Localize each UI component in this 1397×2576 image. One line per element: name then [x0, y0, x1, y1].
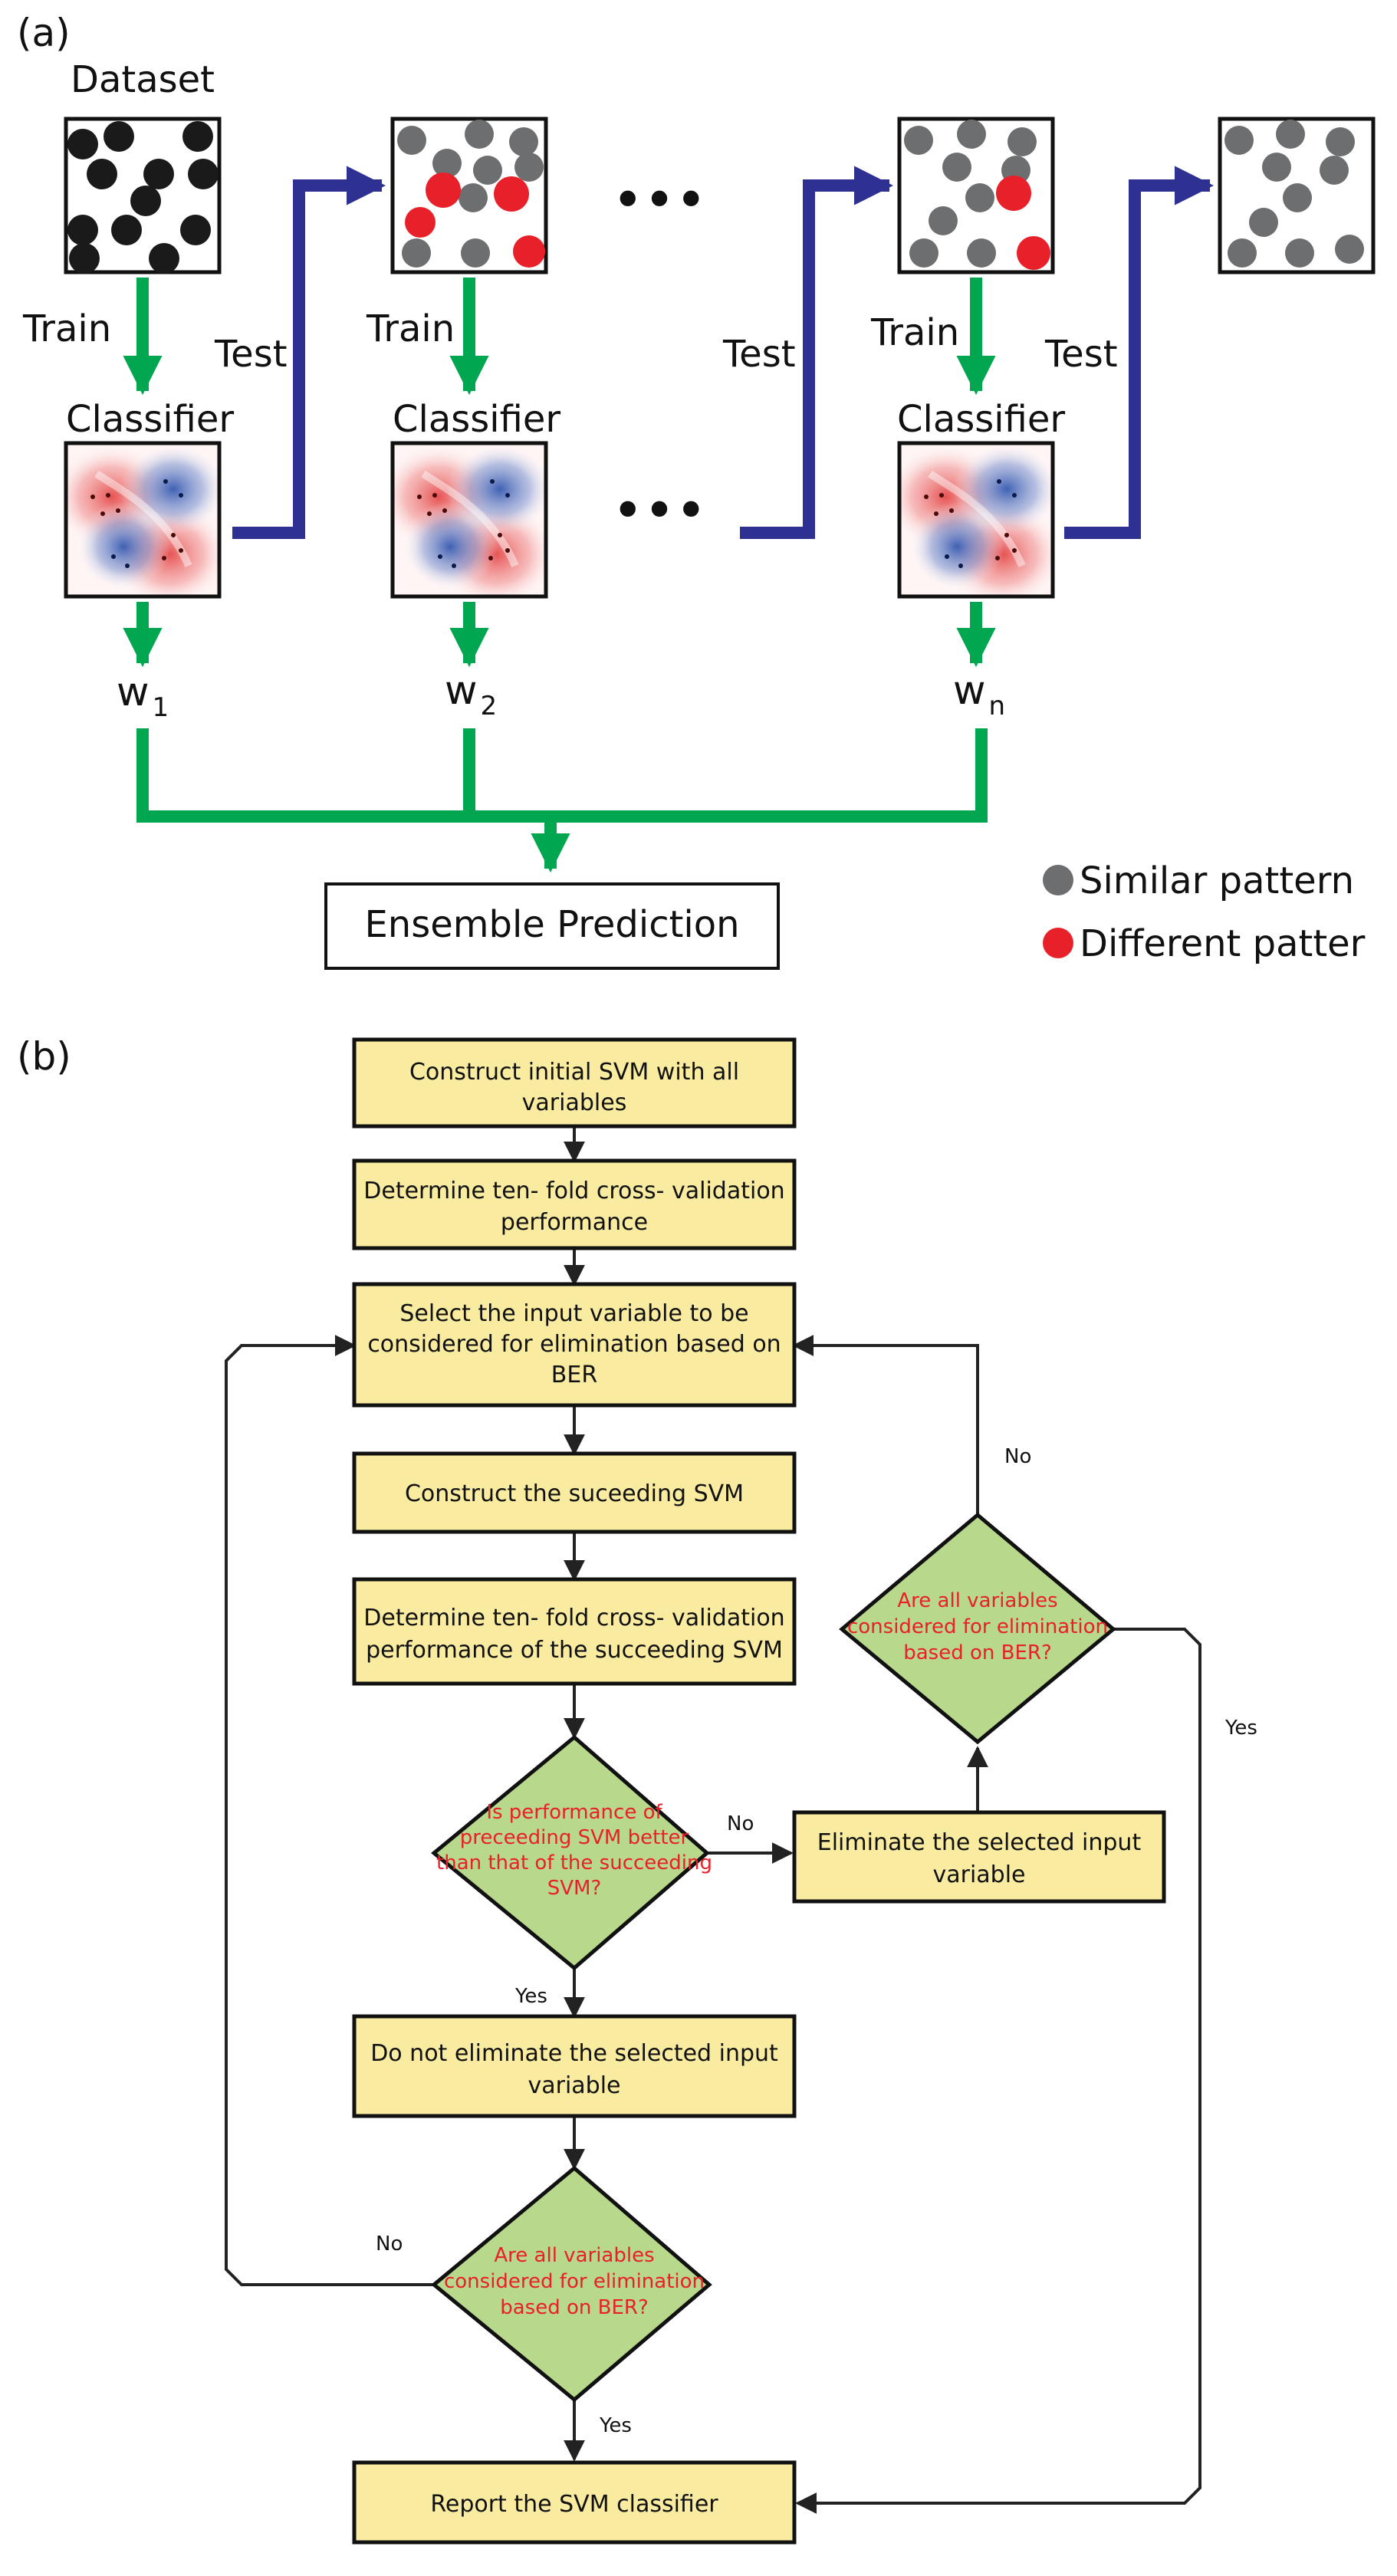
- box-determine-cv-succeeding-line-1: Determine ten- fold cross- validation: [363, 1605, 784, 1631]
- box-determine-cv-line-2: performance: [501, 1209, 648, 1236]
- test-label-3: Test: [1044, 333, 1118, 376]
- box-determine-cv-succeeding-line-2: performance of the succeeding SVM: [366, 1637, 783, 1664]
- decision-performance-line-1: Is performance of: [486, 1801, 662, 1824]
- dataset-label: Dataset: [71, 58, 215, 101]
- classifier-box-3: [897, 441, 1055, 599]
- panel-b: (b) Construct: [17, 1034, 1257, 2545]
- box-select-input-line-2: considered for elimination based on: [367, 1331, 781, 1358]
- edge-label-no-bottom: No: [376, 2233, 403, 2256]
- svg-text:w1: w1: [117, 669, 169, 723]
- box-eliminate-line-1: Eliminate the selected input: [817, 1829, 1142, 1856]
- decision-performance-line-3: than that of the succeeding: [436, 1852, 712, 1875]
- train-label-3: Train: [870, 311, 959, 354]
- legend-different-label: Different patter: [1080, 922, 1366, 965]
- box-determine-cv-line-1: Determine ten- fold cross- validation: [363, 1178, 784, 1204]
- edge-label-no-right: No: [1004, 1445, 1031, 1468]
- box-construct-succeeding-line-1: Construct the suceeding SVM: [405, 1480, 744, 1507]
- edge-label-no-performance: No: [727, 1812, 754, 1835]
- ensemble-prediction-label: Ensemble Prediction: [364, 903, 739, 946]
- decision-performance-line-4: SVM?: [547, 1877, 602, 1900]
- box-eliminate-selected: Eliminate the selected input variable: [792, 1810, 1166, 1904]
- box-report-line-1: Report the SVM classifier: [430, 2491, 718, 2518]
- box-do-not-eliminate: Do not eliminate the selected input vari…: [352, 2014, 797, 2118]
- ellipsis-top: •••: [612, 169, 707, 232]
- decision-bottom-line-1: Are all variables: [494, 2244, 654, 2267]
- box-report-svm: Report the SVM classifier: [352, 2460, 797, 2545]
- box-do-not-eliminate-line-1: Do not eliminate the selected input: [370, 2040, 778, 2067]
- flow-connectors: [225, 1126, 1201, 2514]
- edge-label-yes-right: Yes: [1224, 1717, 1257, 1740]
- box-construct-initial-svm-line-2: variables: [522, 1089, 627, 1116]
- legend-similar-marker: [1043, 865, 1073, 895]
- train-label-2: Train: [366, 307, 455, 350]
- edge-label-yes-performance: Yes: [514, 1985, 547, 2008]
- decision-right-line-3: based on BER?: [903, 1641, 1052, 1664]
- decision-right-line-1: Are all variables: [897, 1589, 1057, 1612]
- svg-text:w2: w2: [445, 668, 497, 721]
- weight-arrows: [123, 602, 996, 668]
- panel-b-label: (b): [17, 1034, 71, 1079]
- box-construct-initial-svm-line-1: Construct initial SVM with all: [409, 1059, 739, 1086]
- box-determine-cv-succeeding: Determine ten- fold cross- validation pe…: [352, 1577, 797, 1686]
- decision-all-considered-right: Are all variables considered for elimina…: [839, 1512, 1116, 1745]
- classifier-label-2: Classifier: [393, 398, 560, 441]
- box-construct-succeeding-svm: Construct the suceeding SVM: [352, 1451, 797, 1534]
- test-set-box-1: [390, 117, 548, 274]
- classifier-label-3: Classifier: [897, 398, 1065, 441]
- edge-label-yes-bottom: Yes: [599, 2414, 632, 2437]
- ensemble-prediction-box: Ensemble Prediction: [324, 882, 780, 970]
- classifier-box-2: [390, 441, 548, 599]
- legend: Similar pattern Different patter: [1043, 859, 1366, 965]
- panel-a-label: (a): [17, 11, 71, 55]
- combine-lines: [136, 728, 988, 873]
- decision-performance-line-2: preceeding SVM better: [460, 1826, 689, 1849]
- test-label-1: Test: [214, 333, 288, 376]
- decision-all-considered-bottom: Are all variables considered for elimina…: [431, 2165, 712, 2403]
- dataset-points: [67, 121, 219, 274]
- test-set-box-2: [897, 117, 1055, 274]
- legend-similar-label: Similar pattern: [1080, 859, 1354, 902]
- box-select-input-variable: Select the input variable to be consider…: [352, 1282, 797, 1408]
- train-label-1: Train: [22, 307, 111, 350]
- box-eliminate-line-2: variable: [932, 1861, 1025, 1888]
- train-arrows: [123, 278, 996, 396]
- box-select-input-line-3: BER: [551, 1362, 597, 1388]
- classifier-label-1: Classifier: [66, 398, 234, 441]
- dataset-box: [64, 117, 222, 274]
- decision-performance-better: Is performance of preceeding SVM better …: [431, 1734, 712, 1971]
- test-label-2: Test: [722, 333, 796, 376]
- decision-right-line-2: considered for elimination: [847, 1615, 1108, 1638]
- legend-different-marker: [1043, 928, 1073, 958]
- box-construct-initial-svm: Construct initial SVM with all variables: [352, 1037, 797, 1129]
- box-determine-cv: Determine ten- fold cross- validation pe…: [352, 1158, 797, 1250]
- svg-text:wn: wn: [953, 668, 1005, 721]
- test-arrows: [232, 166, 1215, 539]
- panel-a: (a) Dataset: [17, 11, 1376, 970]
- box-do-not-eliminate-line-2: variable: [528, 2072, 620, 2099]
- classifier-box-1: [64, 441, 222, 599]
- box-select-input-line-1: Select the input variable to be: [399, 1300, 748, 1327]
- decision-bottom-line-3: based on BER?: [500, 2296, 649, 2319]
- test-set-box-final: [1218, 117, 1376, 274]
- decision-bottom-line-2: considered for elimination: [444, 2270, 705, 2293]
- ellipsis-middle: •••: [612, 479, 707, 542]
